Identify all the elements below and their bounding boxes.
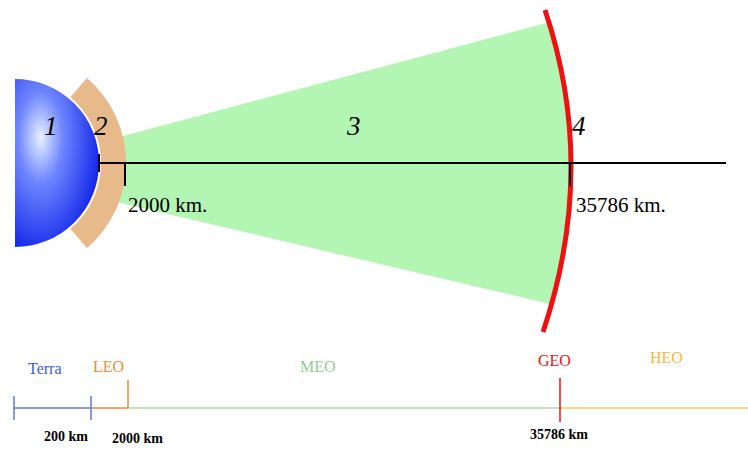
region-number: 2 <box>94 112 108 142</box>
scale-tick <box>90 396 92 420</box>
scale-value: 2000 km <box>112 431 163 446</box>
scale-value: 200 km <box>44 429 88 444</box>
scale-meo <box>128 407 560 409</box>
zone-name: HEO <box>650 349 683 367</box>
axis-tick <box>98 154 100 172</box>
altitude-label: 2000 km. <box>128 194 207 217</box>
region-number: 1 <box>44 112 58 142</box>
region-number: 4 <box>572 112 586 142</box>
scale-leo <box>91 407 128 409</box>
scale-value: 35786 km <box>530 427 588 442</box>
geo-arc <box>543 10 571 332</box>
scale-tick <box>127 380 129 408</box>
zone-name: GEO <box>538 352 571 370</box>
region-number: 3 <box>347 112 361 142</box>
scale-tick <box>13 396 15 420</box>
axis-tick <box>124 163 126 186</box>
earth <box>15 78 100 248</box>
axis-tick <box>569 163 571 186</box>
earth-rim <box>15 78 100 248</box>
zone-name: Terra <box>28 360 62 378</box>
axis-line <box>99 162 726 164</box>
scale-tick <box>559 378 561 422</box>
zone-name: MEO <box>300 358 336 376</box>
scale-earth <box>14 407 91 409</box>
altitude-label: 35786 km. <box>576 194 666 217</box>
scale-heo <box>560 407 748 409</box>
zone-name: LEO <box>93 358 124 376</box>
